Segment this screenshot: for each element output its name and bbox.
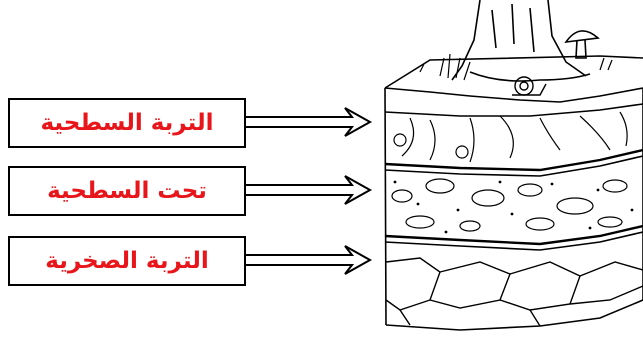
label-topsoil-text: التربة السطحية — [40, 110, 214, 136]
label-subsoil-box: تحت السطحية — [8, 166, 246, 216]
arrow-bedrock — [246, 245, 373, 275]
tree-trunk — [451, 0, 591, 82]
label-subsoil-text: تحت السطحية — [47, 178, 207, 204]
soil-block — [384, 55, 643, 331]
subsoil-stones — [391, 178, 628, 232]
label-topsoil-box: التربة السطحية — [8, 98, 246, 148]
arrow-topsoil — [246, 107, 373, 137]
bedrock-rocks — [385, 257, 643, 327]
snail-icon — [512, 76, 547, 96]
grass-tufts — [419, 53, 613, 81]
label-bedrock-text: التربة الصخرية — [45, 248, 209, 274]
arrow-subsoil — [246, 175, 373, 205]
root-network — [393, 111, 628, 163]
subsoil-dots — [393, 180, 634, 234]
mushroom-icon — [564, 30, 600, 59]
label-bedrock-box: التربة الصخرية — [8, 236, 246, 286]
